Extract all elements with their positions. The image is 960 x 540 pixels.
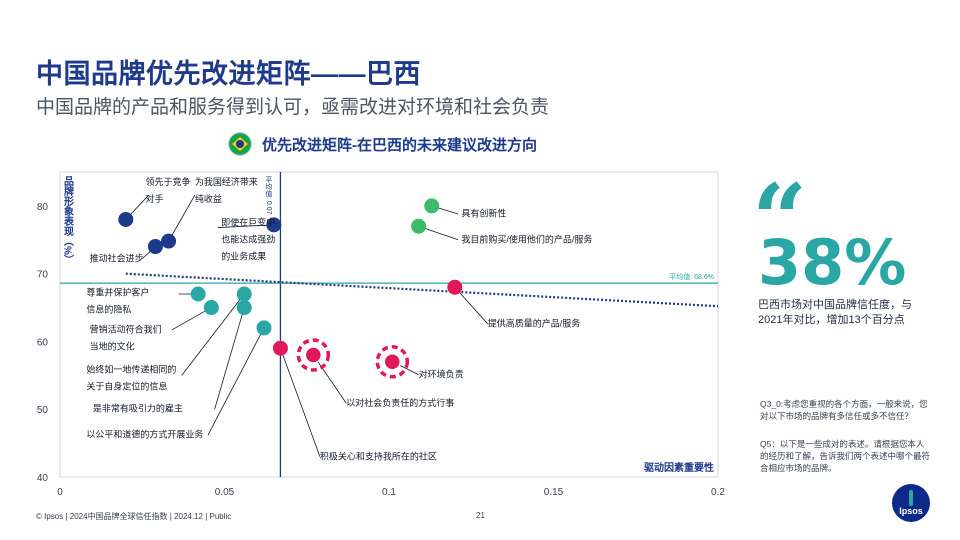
data-label-line: 领先于竞争 — [146, 176, 191, 187]
data-point — [304, 346, 323, 364]
data-label-line: 纯收益 — [195, 193, 222, 204]
y-tick-label: 40 — [37, 473, 49, 484]
data-label: 推动社会进步 — [90, 252, 144, 263]
leader-line — [181, 293, 245, 376]
data-point — [161, 233, 177, 249]
data-label: 始终如一地传递相同的关于自身定位的信息 — [86, 364, 176, 392]
leader-line — [280, 348, 321, 457]
data-label: 尊重并保护客户信息的隐私 — [86, 286, 149, 314]
data-label-line: 尊重并保护客户 — [86, 286, 149, 297]
data-point — [147, 239, 163, 255]
data-label-line: 营销活动符合我们 — [90, 324, 162, 335]
leader-line — [454, 286, 488, 325]
data-point — [447, 279, 463, 295]
data-label-line: 即使在巨变中 — [221, 217, 275, 228]
plot-frame — [59, 171, 719, 478]
data-label-line: 对环境负责 — [419, 368, 464, 379]
y-tick-label: 80 — [37, 202, 49, 213]
data-label: 以公平和道德的方式开展业务 — [86, 429, 203, 440]
data-label: 是非常有吸引力的雇主 — [93, 402, 183, 413]
leader-line — [168, 194, 196, 242]
data-label-line: 也能达成强劲 — [221, 234, 275, 245]
data-point — [424, 198, 440, 214]
data-point — [256, 320, 272, 336]
data-label-line: 我目前购买/使用他们的产品/服务 — [461, 233, 592, 244]
horizontal-average-label: 平均值: 68.6% — [669, 272, 714, 281]
data-label: 为我国经济带来纯收益 — [195, 176, 258, 204]
data-label-line: 是非常有吸引力的雇主 — [93, 402, 183, 413]
x-tick-label: 0.15 — [544, 487, 564, 498]
x-tick-label: 0 — [57, 487, 63, 498]
y-tick-label: 60 — [37, 337, 49, 348]
data-label-line: 对手 — [146, 193, 164, 204]
footer-text: © Ipsos | 2024中国品牌全球信任指数 | 2024.12 | Pub… — [36, 512, 232, 521]
page-subtitle: 中国品牌的产品和服务得到认可，亟需改进对环境和社会负责 — [36, 97, 550, 118]
data-point — [383, 353, 402, 371]
ipsos-logo: Ipsos — [892, 484, 930, 522]
data-label: 营销活动符合我们当地的文化 — [90, 324, 162, 352]
data-label-line: 提供高质量的产品/服务 — [488, 318, 581, 329]
chart-title: 优先改进矩阵-在巴西的未来建议改进方向 — [262, 136, 537, 154]
highlight-description: 巴西市场对中国品牌信任度，与2021年对比，增加13个百分点 — [758, 299, 912, 326]
vertical-average-label: 平均值: 0.07 — [265, 176, 273, 215]
leader-line — [214, 307, 245, 410]
data-label: 具有创新性 — [461, 208, 506, 219]
data-label-line: 的业务成果 — [221, 251, 266, 262]
x-tick-label: 0.2 — [711, 487, 725, 498]
highlight-number: 38% — [758, 226, 907, 299]
data-label: 积极关心和支持我所在的社区 — [320, 450, 437, 461]
y-axis-label: 品牌形象表现（%） — [62, 176, 75, 265]
y-tick-label: 70 — [37, 270, 49, 281]
brazil-flag-icon — [228, 132, 252, 156]
data-label-line: 关于自身定位的信息 — [86, 381, 167, 392]
data-label: 我目前购买/使用他们的产品/服务 — [461, 233, 592, 244]
leader-line — [312, 354, 347, 404]
x-axis-label: 驱动因素重要性 — [644, 461, 714, 474]
data-label-line: 信息的隐私 — [86, 303, 131, 314]
data-label-line: 推动社会进步 — [90, 252, 144, 263]
data-label-line: 始终如一地传递相同的 — [86, 364, 176, 375]
data-label: 对环境负责 — [419, 368, 464, 379]
question-note-q5: Q5：以下是一些成对的表述。请根据您本人的经历和了解，告诉我们两个表述中哪个最符… — [760, 439, 931, 473]
data-point — [203, 300, 219, 316]
data-point — [236, 286, 252, 302]
data-label-line: 以公平和道德的方式开展业务 — [86, 429, 203, 440]
data-point — [411, 218, 427, 234]
data-label: 以对社会负责任的方式行事 — [346, 397, 454, 408]
data-point — [272, 340, 288, 356]
data-label: 提供高质量的产品/服务 — [488, 318, 581, 329]
trend-line — [125, 272, 719, 308]
data-label-line: 为我国经济带来 — [195, 176, 258, 187]
leader-line — [207, 327, 265, 436]
data-label-line: 具有创新性 — [461, 208, 506, 219]
chart-header: 优先改进矩阵-在巴西的未来建议改进方向 — [228, 132, 537, 156]
data-label: 领先于竞争对手 — [146, 176, 191, 204]
x-tick-label: 0.1 — [382, 487, 396, 498]
logo-text: Ipsos — [899, 506, 923, 516]
data-label-line: 积极关心和支持我所在的社区 — [320, 450, 437, 461]
data-point-target-ring — [375, 345, 410, 379]
page-title: 中国品牌优先改进矩阵——巴西 — [36, 59, 421, 89]
leader-line — [217, 224, 274, 228]
y-tick-label: 50 — [37, 405, 49, 416]
data-point — [118, 211, 134, 227]
data-label-line: 当地的文化 — [90, 341, 135, 352]
page-number: 21 — [476, 511, 485, 520]
data-point — [190, 286, 206, 302]
question-note-q3: Q3_0:考虑您重视的各个方面，一般来说，您对以下市场的品牌有多信任或多不信任？ — [760, 399, 928, 421]
x-tick-label: 0.05 — [215, 487, 235, 498]
leader-line — [171, 307, 212, 331]
data-label: 即使在巨变中也能达成强劲的业务成果 — [221, 217, 275, 262]
quote-icon: “ — [752, 163, 808, 276]
data-point — [236, 300, 252, 316]
data-label-line: 以对社会负责任的方式行事 — [346, 397, 454, 408]
data-point-target-ring — [296, 338, 331, 372]
data-point — [266, 217, 282, 233]
